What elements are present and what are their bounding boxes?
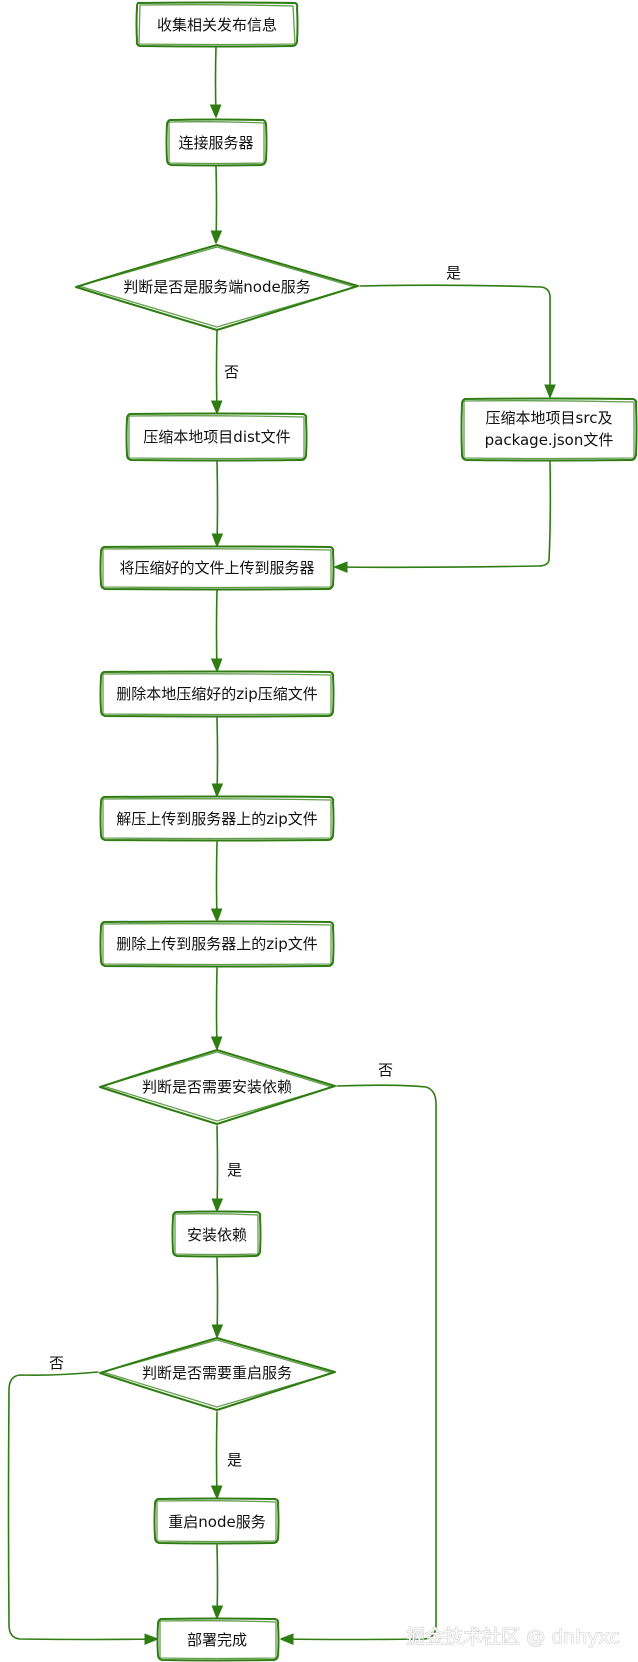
node-collect: 收集相关发布信息 bbox=[135, 1, 299, 48]
node-zip-src: 压缩本地项目src及 package.json文件 bbox=[460, 397, 638, 462]
node-collect-label: 收集相关发布信息 bbox=[157, 16, 277, 34]
edge-zip-src-to-upload bbox=[336, 459, 552, 567]
node-check-restart: 判断是否需要重启服务 bbox=[99, 1337, 336, 1411]
label-restart-no: 否 bbox=[49, 1354, 64, 1372]
node-check-deps-label: 判断是否需要安装依赖 bbox=[142, 1078, 292, 1096]
node-delete-local: 删除本地压缩好的zip压缩文件 bbox=[99, 670, 335, 718]
edge-labels: 是 否 否 是 否 是 bbox=[49, 264, 461, 1469]
node-unzip-label: 解压上传到服务器上的zip文件 bbox=[116, 810, 318, 828]
node-zip-src-label-2: package.json文件 bbox=[485, 431, 614, 449]
label-node-yes: 是 bbox=[446, 264, 461, 282]
node-check-node: 判断是否是服务端node服务 bbox=[75, 244, 359, 331]
node-check-deps: 判断是否需要安装依赖 bbox=[99, 1049, 336, 1125]
node-connect: 连接服务器 bbox=[165, 118, 268, 167]
edge-check-node-no bbox=[217, 329, 218, 412]
edge-connect-to-check-node bbox=[216, 165, 217, 242]
edge-restart-to-done bbox=[217, 1544, 218, 1617]
node-restart: 重启node服务 bbox=[153, 1497, 280, 1545]
node-unzip: 解压上传到服务器上的zip文件 bbox=[99, 795, 335, 842]
node-delete-remote-label: 删除上传到服务器上的zip文件 bbox=[116, 935, 318, 953]
edge-install-to-check-restart bbox=[217, 1257, 218, 1336]
edge-check-node-yes bbox=[359, 284, 550, 396]
edge-upload-to-delete-local bbox=[217, 589, 218, 670]
edge-zip-dist-to-upload bbox=[217, 459, 218, 545]
node-check-node-label: 判断是否是服务端node服务 bbox=[123, 278, 310, 296]
node-upload: 将压缩好的文件上传到服务器 bbox=[99, 545, 335, 591]
node-done-label: 部署完成 bbox=[187, 1631, 247, 1649]
node-connect-label: 连接服务器 bbox=[178, 134, 253, 152]
node-install-deps-label: 安装依赖 bbox=[187, 1226, 247, 1244]
edge-check-restart-yes bbox=[217, 1411, 218, 1497]
node-zip-src-label-1: 压缩本地项目src及 bbox=[486, 409, 613, 427]
edge-unzip-to-delete-remote bbox=[217, 841, 218, 920]
edge-check-deps-yes bbox=[217, 1125, 218, 1210]
node-check-restart-label: 判断是否需要重启服务 bbox=[142, 1364, 292, 1382]
edges bbox=[7, 45, 552, 1640]
node-install-deps: 安装依赖 bbox=[171, 1210, 262, 1258]
edge-collect-to-connect bbox=[216, 45, 217, 116]
node-upload-label: 将压缩好的文件上传到服务器 bbox=[119, 559, 314, 577]
edge-delete-remote-to-check-deps bbox=[217, 967, 218, 1048]
edge-check-deps-no bbox=[282, 1084, 438, 1639]
node-zip-dist-label: 压缩本地项目dist文件 bbox=[143, 428, 290, 446]
watermark: 掘金技术社区 @ dnhyxc bbox=[406, 1626, 620, 1648]
edge-delete-local-to-unzip bbox=[217, 717, 218, 795]
label-restart-yes: 是 bbox=[227, 1451, 242, 1469]
node-delete-remote: 删除上传到服务器上的zip文件 bbox=[99, 920, 335, 968]
edge-check-restart-no bbox=[7, 1371, 157, 1640]
label-deps-yes: 是 bbox=[227, 1161, 242, 1179]
node-restart-label: 重启node服务 bbox=[168, 1513, 265, 1531]
label-deps-no: 否 bbox=[378, 1061, 393, 1079]
node-done: 部署完成 bbox=[156, 1617, 280, 1662]
node-zip-dist: 压缩本地项目dist文件 bbox=[125, 412, 308, 462]
label-node-no: 否 bbox=[224, 363, 239, 381]
node-delete-local-label: 删除本地压缩好的zip压缩文件 bbox=[116, 685, 318, 703]
